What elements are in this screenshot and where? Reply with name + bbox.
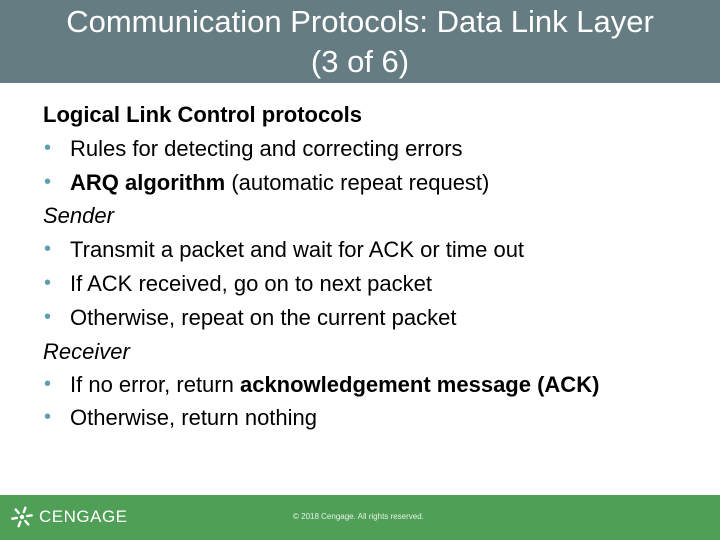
footer-bar: CENGAGE © 2018 Cengage. All rights reser… — [0, 495, 720, 540]
list-item-text: Otherwise, return nothing — [70, 405, 318, 431]
bullet-icon: • — [44, 170, 52, 193]
list-item: • Otherwise, return nothing — [43, 401, 693, 435]
list-item-text: Rules for detecting and correcting error… — [70, 135, 463, 161]
list-item: • ARQ algorithm (automatic repeat reques… — [43, 166, 693, 200]
slide-title-line-2: (3 of 6) — [310, 44, 410, 79]
bullet-icon: • — [44, 373, 52, 396]
slide-content: Logical Link Control protocols • Rules f… — [43, 98, 693, 435]
list-item: • If ACK received, go on to next packet — [43, 267, 693, 301]
section-heading-llc: Logical Link Control protocols — [43, 102, 362, 127]
copyright-text: © 2018 Cengage. All rights reserved. — [293, 512, 424, 521]
title-bar: Communication Protocols: Data Link Layer… — [0, 0, 720, 83]
bullet-icon: • — [44, 271, 52, 294]
bullet-icon: • — [44, 136, 52, 159]
list-item: • Rules for detecting and correcting err… — [43, 132, 693, 166]
bullet-icon: • — [44, 406, 52, 429]
bullet-icon: • — [44, 238, 52, 261]
section-label-sender: Sender — [43, 203, 114, 229]
list-item-text: Transmit a packet and wait for ACK or ti… — [70, 237, 525, 263]
list-item-text: If no error, return — [70, 372, 240, 398]
bullet-icon: • — [44, 305, 52, 328]
list-item-bold-text: acknowledgement message (ACK) — [239, 372, 600, 398]
section-label-receiver: Receiver — [43, 338, 130, 364]
list-item-bold-text: ARQ algorithm — [70, 169, 226, 195]
list-item-text: (automatic repeat request) — [225, 169, 490, 195]
logo-text: CENGAGE — [39, 507, 128, 526]
cengage-logo-icon — [11, 506, 33, 528]
slide-title-line-1: Communication Protocols: Data Link Layer — [66, 4, 654, 39]
list-item: • Otherwise, repeat on the current packe… — [43, 301, 693, 335]
list-item-text: Otherwise, repeat on the current packet — [70, 304, 457, 330]
list-item: • If no error, return acknowledgement me… — [43, 368, 630, 401]
list-item-text: If ACK received, go on to next packet — [70, 270, 432, 296]
list-item: • Transmit a packet and wait for ACK or … — [43, 233, 693, 267]
slide-title: Communication Protocols: Data Link Layer… — [0, 0, 720, 82]
cengage-logo: CENGAGE — [10, 504, 128, 530]
